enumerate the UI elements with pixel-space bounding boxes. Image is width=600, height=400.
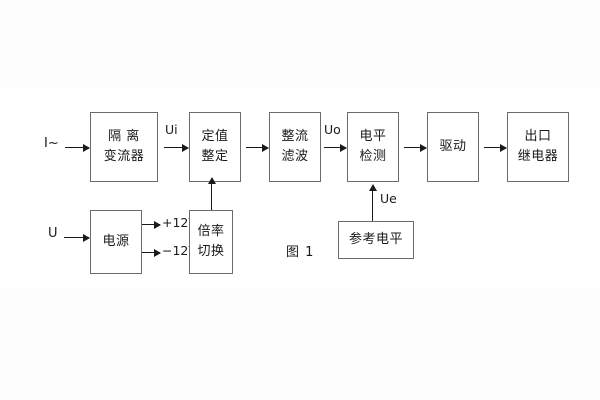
arrow-rectify-filter-to-level-detect xyxy=(324,143,347,152)
arrow-setting-to-rectify-filter xyxy=(246,143,269,152)
arrow-level-detect-to-drive xyxy=(404,143,427,152)
arrow-current-to-isolation-ct xyxy=(65,143,90,152)
block-setting[interactable]: 定值 整定 xyxy=(189,112,241,182)
input-voltage-label: U xyxy=(48,226,58,241)
block-multiplier-switch[interactable]: 倍率 切换 xyxy=(189,210,233,274)
block-power-supply[interactable]: 电源 xyxy=(90,210,142,274)
block-output-relay[interactable]: 出口 继电器 xyxy=(507,112,569,182)
arrow-multiplier-switch-to-setting xyxy=(207,177,216,210)
arrow-voltage-to-power-supply xyxy=(64,233,90,242)
block-isolation-ct-line2: 变流器 xyxy=(103,149,145,164)
block-power-supply-line1: 电源 xyxy=(102,233,130,249)
signal-ui-label: Ui xyxy=(165,122,178,137)
block-rectify-filter-line1: 整流 xyxy=(281,128,309,144)
block-output-relay-line2: 继电器 xyxy=(517,149,559,164)
signal-pos12v-label: +12V xyxy=(162,215,197,230)
block-rectify-filter[interactable]: 整流 滤波 xyxy=(269,112,321,182)
block-setting-line2: 整定 xyxy=(201,149,229,164)
arrow-drive-to-output-relay xyxy=(484,143,507,152)
arrow-power-supply-neg12v xyxy=(142,248,161,257)
figure-caption: 图 1 xyxy=(286,245,315,260)
signal-ue-label: Ue xyxy=(380,191,397,206)
arrow-reference-level-to-level-detect xyxy=(368,184,377,221)
block-reference-level[interactable]: 参考电平 xyxy=(338,221,414,259)
input-current-label: I~ xyxy=(44,136,59,151)
block-isolation-ct-line1: 隔 离 xyxy=(108,128,140,144)
block-multiplier-switch-line2: 切换 xyxy=(197,244,225,259)
arrow-isolation-ct-to-setting xyxy=(164,143,189,152)
block-level-detect[interactable]: 电平 检测 xyxy=(347,112,399,182)
signal-uo-label: Uo xyxy=(324,122,341,137)
arrow-power-supply-pos12v xyxy=(142,220,161,229)
block-rectify-filter-line2: 滤波 xyxy=(281,149,309,164)
signal-neg12v-label: −12V xyxy=(162,243,197,258)
block-drive[interactable]: 驱动 xyxy=(427,112,479,182)
block-reference-level-line1: 参考电平 xyxy=(348,231,403,247)
block-output-relay-line1: 出口 xyxy=(524,128,552,144)
block-multiplier-switch-line1: 倍率 xyxy=(197,223,225,239)
block-drive-line1: 驱动 xyxy=(439,138,467,154)
block-setting-line1: 定值 xyxy=(201,128,229,144)
block-isolation-ct[interactable]: 隔 离 变流器 xyxy=(90,112,158,182)
block-level-detect-line2: 检测 xyxy=(359,149,387,164)
block-level-detect-line1: 电平 xyxy=(359,128,387,144)
